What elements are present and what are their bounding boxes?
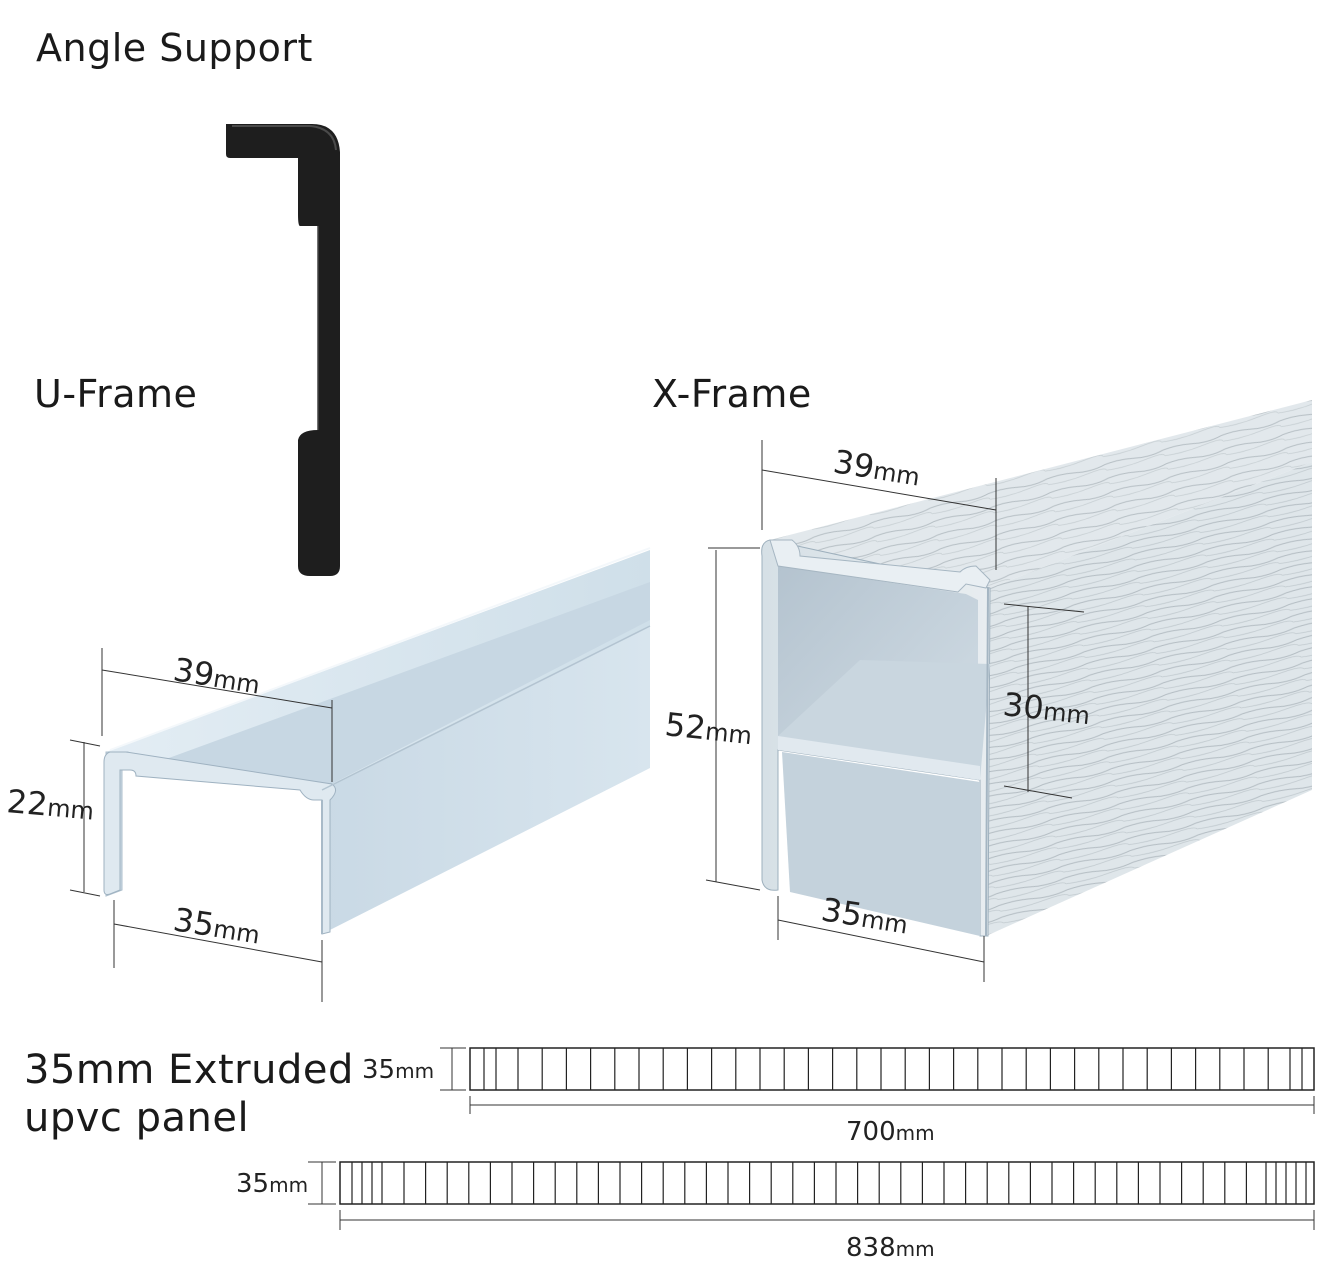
panel-title-line1: 35mm Extruded (24, 1047, 354, 1093)
u-frame-profile (103, 547, 651, 935)
panel-838-diagram (308, 1161, 1315, 1230)
panel-700-thickness-label: 35mm (362, 1055, 434, 1085)
u-frame-width-top-label: 39mm (171, 650, 263, 701)
x-frame-dimension-lines (705, 440, 1085, 982)
panel-838-thickness-label: 35mm (236, 1169, 308, 1199)
u-frame-width-bottom-label: 35mm (171, 900, 263, 951)
x-frame-width-top-label: 39mm (831, 442, 923, 493)
panel-title-line2: upvc panel (24, 1095, 250, 1141)
x-frame-inner-height-label: 30mm (1001, 685, 1092, 732)
panel-700-diagram (440, 1047, 1315, 1114)
u-frame-height-label: 22mm (5, 782, 95, 827)
x-frame-profile (761, 400, 1312, 937)
angle-support-profile (226, 124, 340, 576)
angle-support-title: Angle Support (36, 26, 313, 70)
x-frame-height-label: 52mm (663, 705, 754, 752)
u-frame-title: U-Frame (34, 372, 198, 416)
u-frame-dimension-lines (69, 648, 333, 1002)
x-frame-title: X-Frame (652, 372, 812, 416)
panel-title: 35mm Extruded upvc panel (24, 1046, 354, 1142)
panel-700-length-label: 700mm (846, 1117, 935, 1147)
panel-838-length-label: 838mm (846, 1233, 935, 1263)
